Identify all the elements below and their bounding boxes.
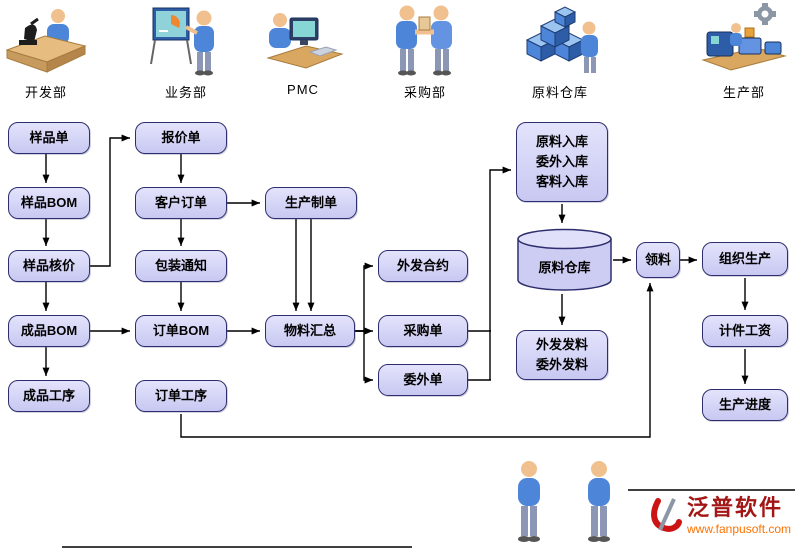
production-machines-icon	[701, 3, 787, 71]
logo-website: www.fanpusoft.com	[687, 522, 792, 537]
fanpu-logo: 泛普软件 www.fanpusoft.com	[648, 495, 792, 537]
node-outsource-contract: 外发合约	[378, 250, 468, 282]
node-sample-bom: 样品BOM	[8, 187, 90, 219]
dept-purchasing: 采购部	[380, 2, 470, 101]
pmc-computer-icon	[266, 13, 344, 69]
node-material-inbound: 原料入库 委外入库 客料入库	[516, 122, 608, 202]
database-cylinder-shape	[517, 228, 612, 291]
dept-label-development: 开发部	[24, 85, 67, 100]
node-outsource-dispatch: 外发发料 委外发料	[516, 330, 608, 380]
dept-pmc: PMC	[258, 2, 348, 97]
purchasing-handshake-icon	[396, 5, 452, 76]
node-quotation: 报价单	[135, 122, 227, 154]
person-icon	[588, 461, 610, 542]
node-organize-production: 组织生产	[702, 242, 788, 276]
logo-brand-text: 泛普软件	[687, 495, 784, 520]
dept-material-warehouse: 原料仓库	[515, 2, 605, 101]
node-sample-order: 样品单	[8, 122, 90, 154]
node-production-progress: 生产进度	[702, 389, 788, 421]
node-product-bom: 成品BOM	[8, 315, 90, 347]
person-icon	[518, 461, 540, 542]
warehouse-boxes-icon	[525, 6, 598, 73]
cylinder-label: 原料仓库	[538, 260, 591, 275]
node-outsource-order: 委外单	[378, 364, 468, 396]
node-order-bom: 订单BOM	[135, 315, 227, 347]
dept-label-pmc: PMC	[287, 82, 319, 97]
dept-label-warehouse: 原料仓库	[531, 85, 588, 100]
worker-figure-left	[512, 460, 546, 549]
business-presentation-icon	[150, 7, 214, 76]
dept-development: 开发部	[1, 2, 91, 101]
dept-label-purchasing: 采购部	[403, 85, 446, 100]
node-material-issue: 领料	[636, 242, 680, 278]
dept-label-production: 生产部	[722, 85, 765, 100]
node-material-warehouse-cylinder: 原料仓库	[516, 228, 613, 292]
node-customer-order: 客户订单	[135, 187, 227, 219]
node-sample-costing: 样品核价	[8, 250, 90, 282]
node-order-process: 订单工序	[135, 380, 227, 412]
dept-label-business: 业务部	[164, 85, 207, 100]
dept-production: 生产部	[699, 2, 789, 101]
fanpu-logo-icon	[651, 498, 682, 532]
development-desk-icon	[5, 9, 87, 73]
node-production-order: 生产制单	[265, 187, 357, 219]
worker-figure-right	[582, 460, 616, 549]
dept-business: 业务部	[141, 2, 231, 101]
node-purchase-order: 采购单	[378, 315, 468, 347]
node-packing-notice: 包装通知	[135, 250, 227, 282]
node-material-summary: 物料汇总	[265, 315, 355, 347]
node-product-process: 成品工序	[8, 380, 90, 412]
node-piece-wage: 计件工资	[702, 315, 788, 347]
logo-text-block: 泛普软件 www.fanpusoft.com	[687, 495, 792, 537]
